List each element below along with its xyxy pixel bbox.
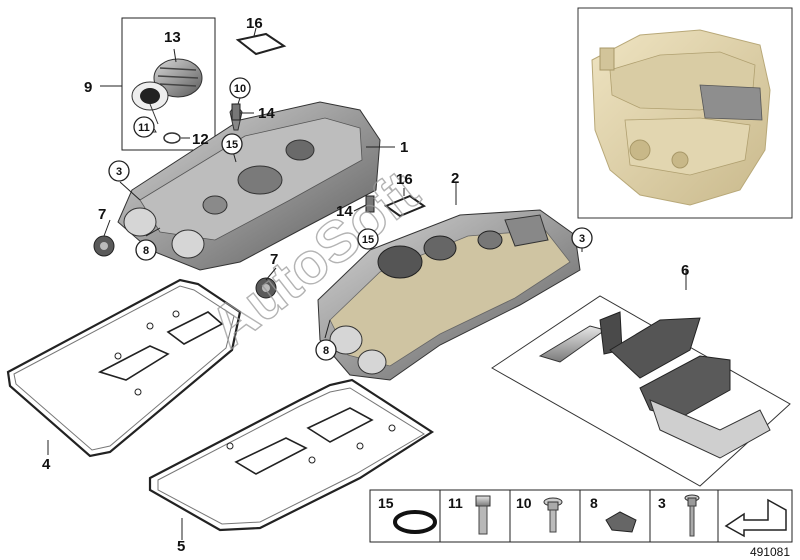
callout-5: 5	[177, 538, 185, 555]
callout-13: 13	[164, 29, 181, 46]
legend-item-15: 15	[378, 495, 437, 534]
legend-label-11: 11	[448, 495, 463, 511]
callout-8-center: 8	[323, 345, 329, 357]
seal-16-center	[383, 194, 427, 218]
callout-14-left: 14	[258, 105, 275, 122]
callout-10: 10	[234, 83, 246, 95]
orientation-arrow-icon	[724, 498, 787, 538]
seal-16-left	[235, 32, 287, 56]
callout-16-center: 16	[396, 171, 413, 188]
circled-callouts	[108, 77, 593, 361]
callout-14-center: 14	[336, 203, 353, 220]
callout-16-left: 16	[246, 15, 263, 32]
callout-11: 11	[138, 122, 150, 134]
diagram-number: 491081	[750, 545, 790, 559]
legend-label-15: 15	[378, 495, 394, 511]
legend-label-10: 10	[516, 495, 532, 511]
callout-1: 1	[400, 139, 408, 156]
engine-overview-panel	[577, 7, 793, 219]
callout-15-left: 15	[226, 139, 238, 151]
sensor-7-center	[255, 277, 277, 299]
plug-14-left	[231, 103, 241, 121]
callout-8-left: 8	[143, 245, 149, 257]
legend-item-3: 3	[658, 494, 700, 537]
plug-14-center	[365, 195, 375, 213]
engine-overview-image	[591, 29, 771, 206]
callout-7-left: 7	[98, 206, 106, 223]
callout-3-right: 3	[579, 233, 585, 245]
cylinder-head-cover-1	[117, 101, 381, 271]
sensor-7-left	[93, 235, 115, 257]
callout-3-left: 3	[116, 166, 122, 178]
leader-lines	[47, 27, 687, 540]
gasket-set-4	[6, 278, 242, 458]
legend-label-8: 8	[590, 495, 598, 511]
callout-9: 9	[84, 79, 92, 96]
crankcase-ventilation-group-6	[491, 295, 791, 487]
gasket-set-5	[148, 378, 435, 532]
callout-7-center: 7	[270, 251, 278, 268]
callout-4: 4	[42, 456, 51, 473]
legend-item-11: 11	[448, 495, 491, 535]
callout-15-center: 15	[362, 234, 374, 246]
cylinder-head-cover-2	[317, 209, 581, 381]
callout-12: 12	[192, 131, 209, 148]
legend-item-8: 8	[590, 495, 637, 533]
legend-label-3: 3	[658, 495, 666, 511]
legend-item-10: 10	[516, 495, 563, 533]
parts-legend: 15 11 10 8 3	[369, 489, 793, 543]
callout-2: 2	[451, 170, 459, 187]
callout-6: 6	[681, 262, 689, 279]
